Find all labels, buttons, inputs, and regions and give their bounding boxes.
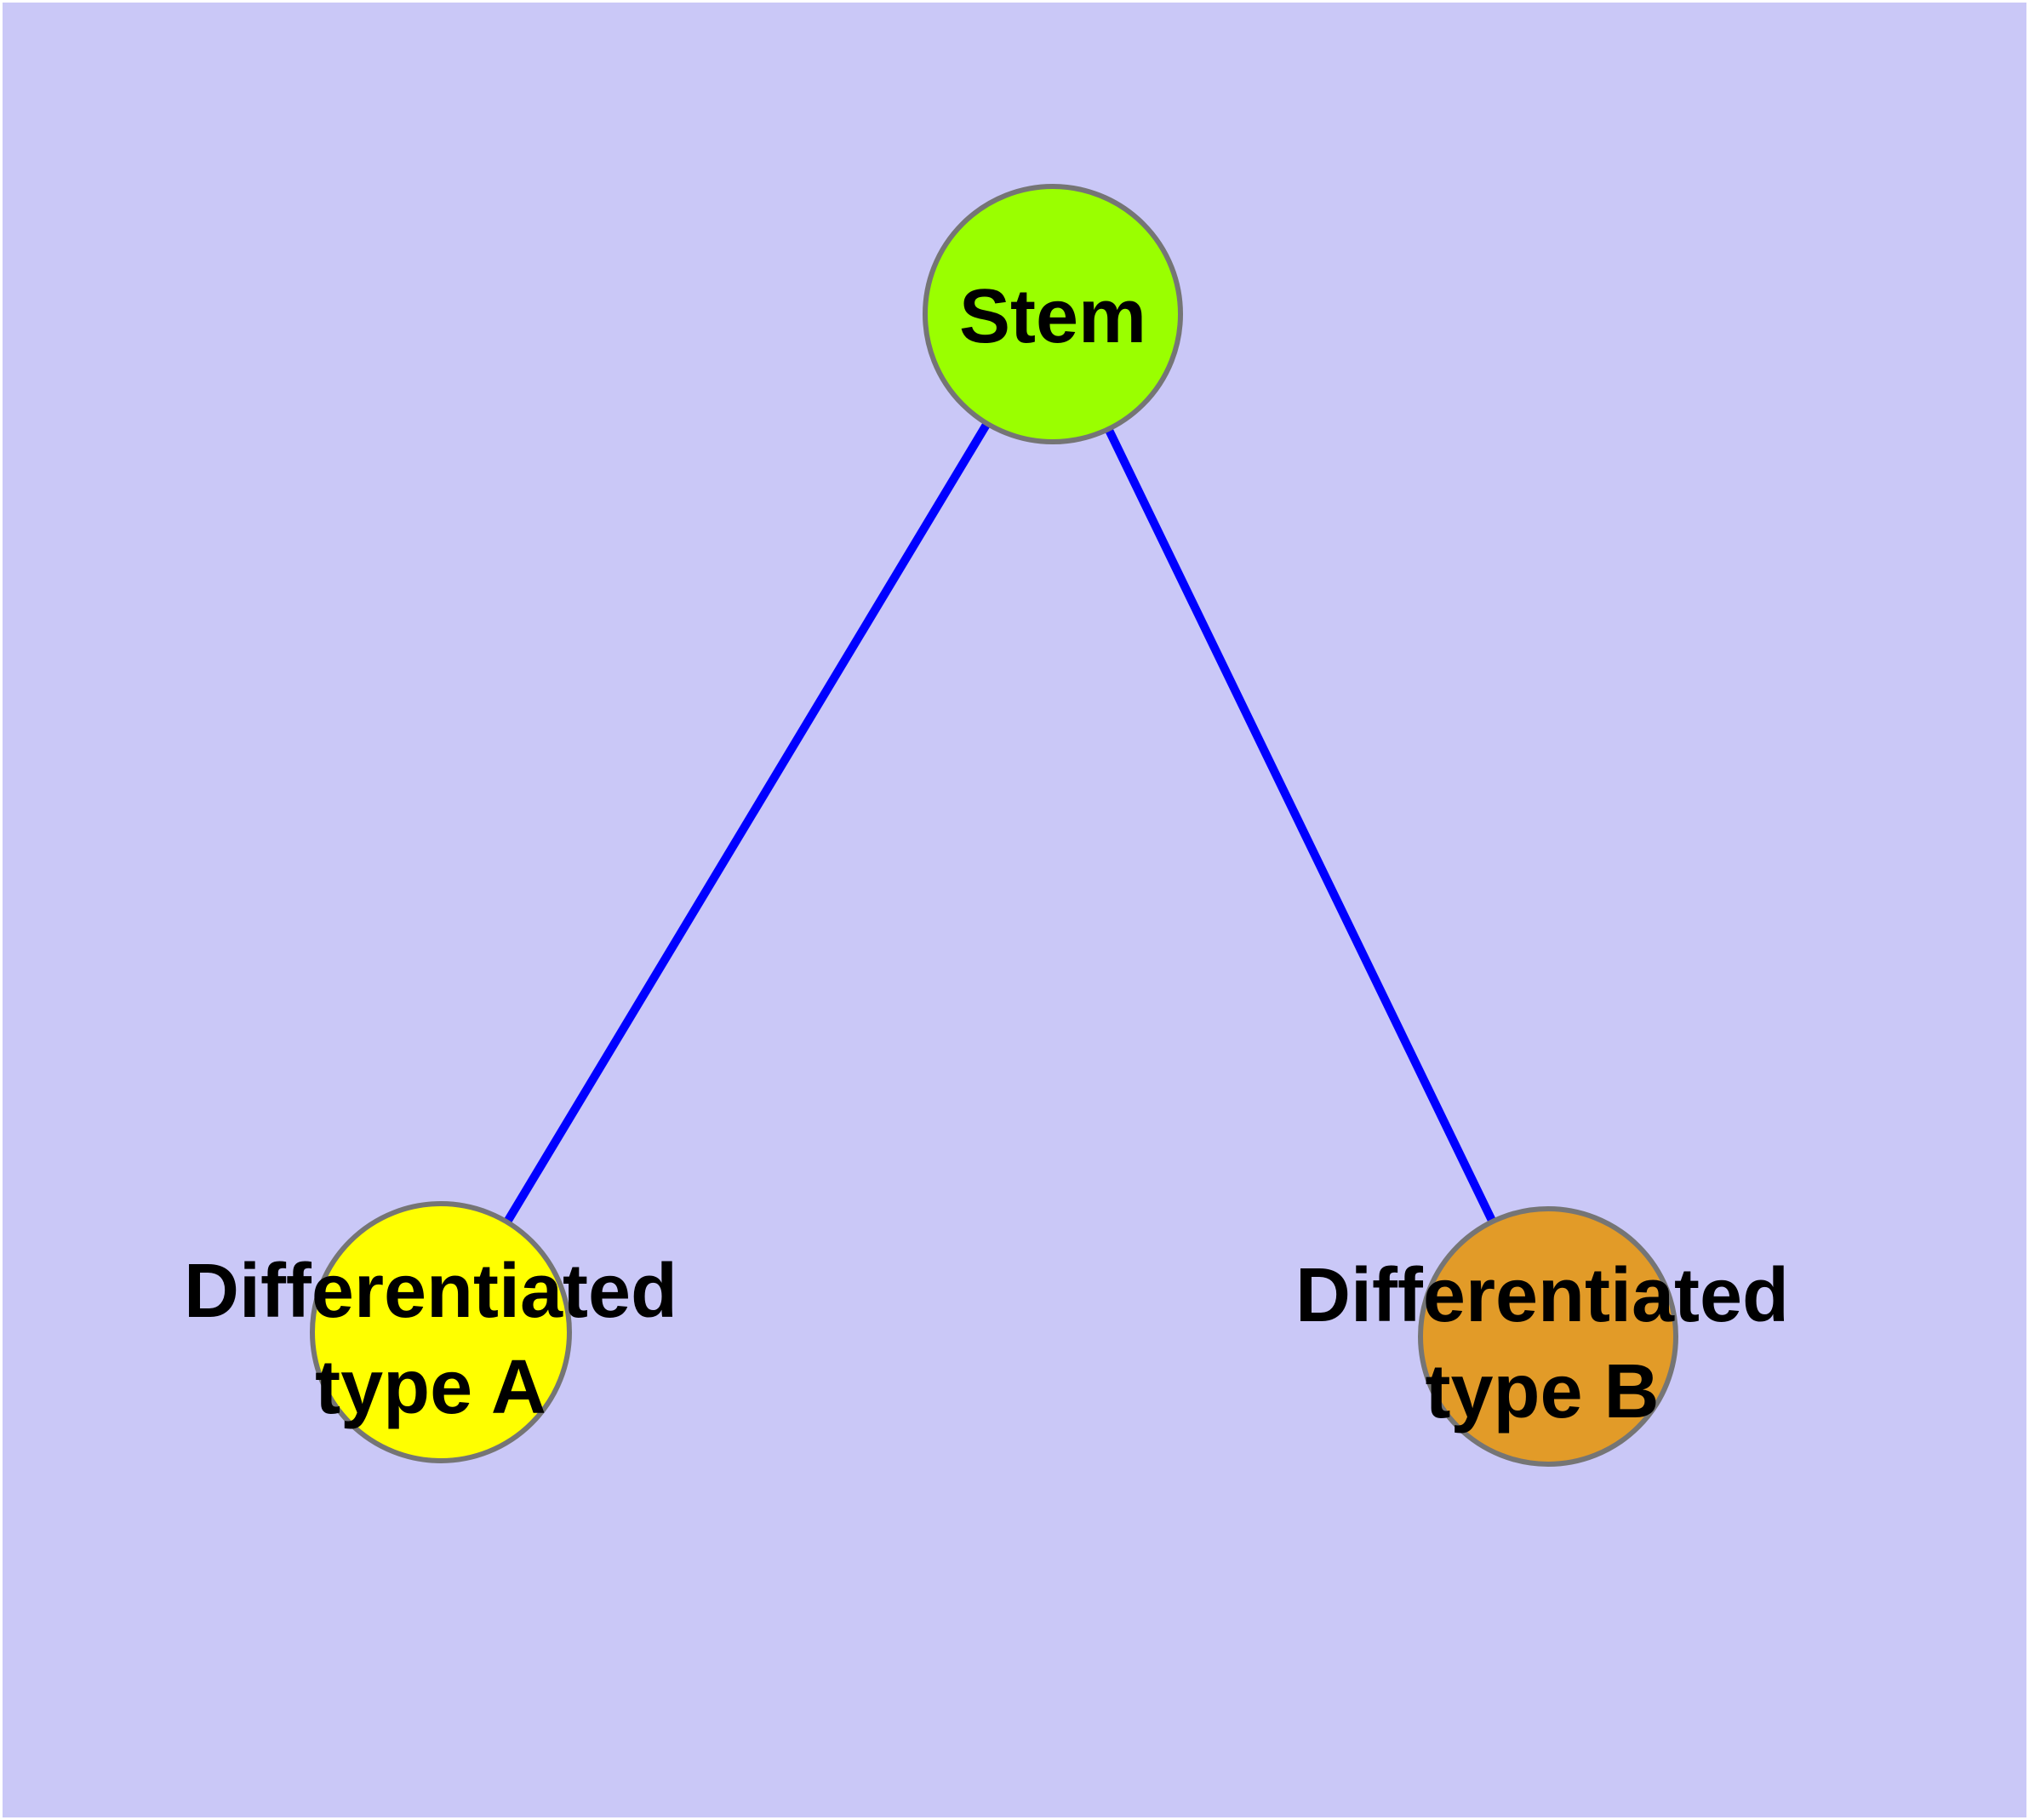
node-type-a-label-line2: type A bbox=[315, 1345, 546, 1430]
node-stem-circle bbox=[923, 184, 1183, 444]
node-type-a-circle bbox=[310, 1201, 572, 1463]
node-type-b-circle bbox=[1418, 1206, 1678, 1467]
node-stem-label: Stem bbox=[959, 274, 1146, 359]
node-type-a-label-line1: Differentiated bbox=[184, 1249, 677, 1334]
node-type-b-label-line2: type B bbox=[1425, 1349, 1659, 1434]
node-type-b-label-line1: Differentiated bbox=[1295, 1253, 1789, 1338]
edge-stem-to-type-a bbox=[437, 312, 1057, 1335]
edge-stem-to-type-b bbox=[1049, 312, 1552, 1339]
